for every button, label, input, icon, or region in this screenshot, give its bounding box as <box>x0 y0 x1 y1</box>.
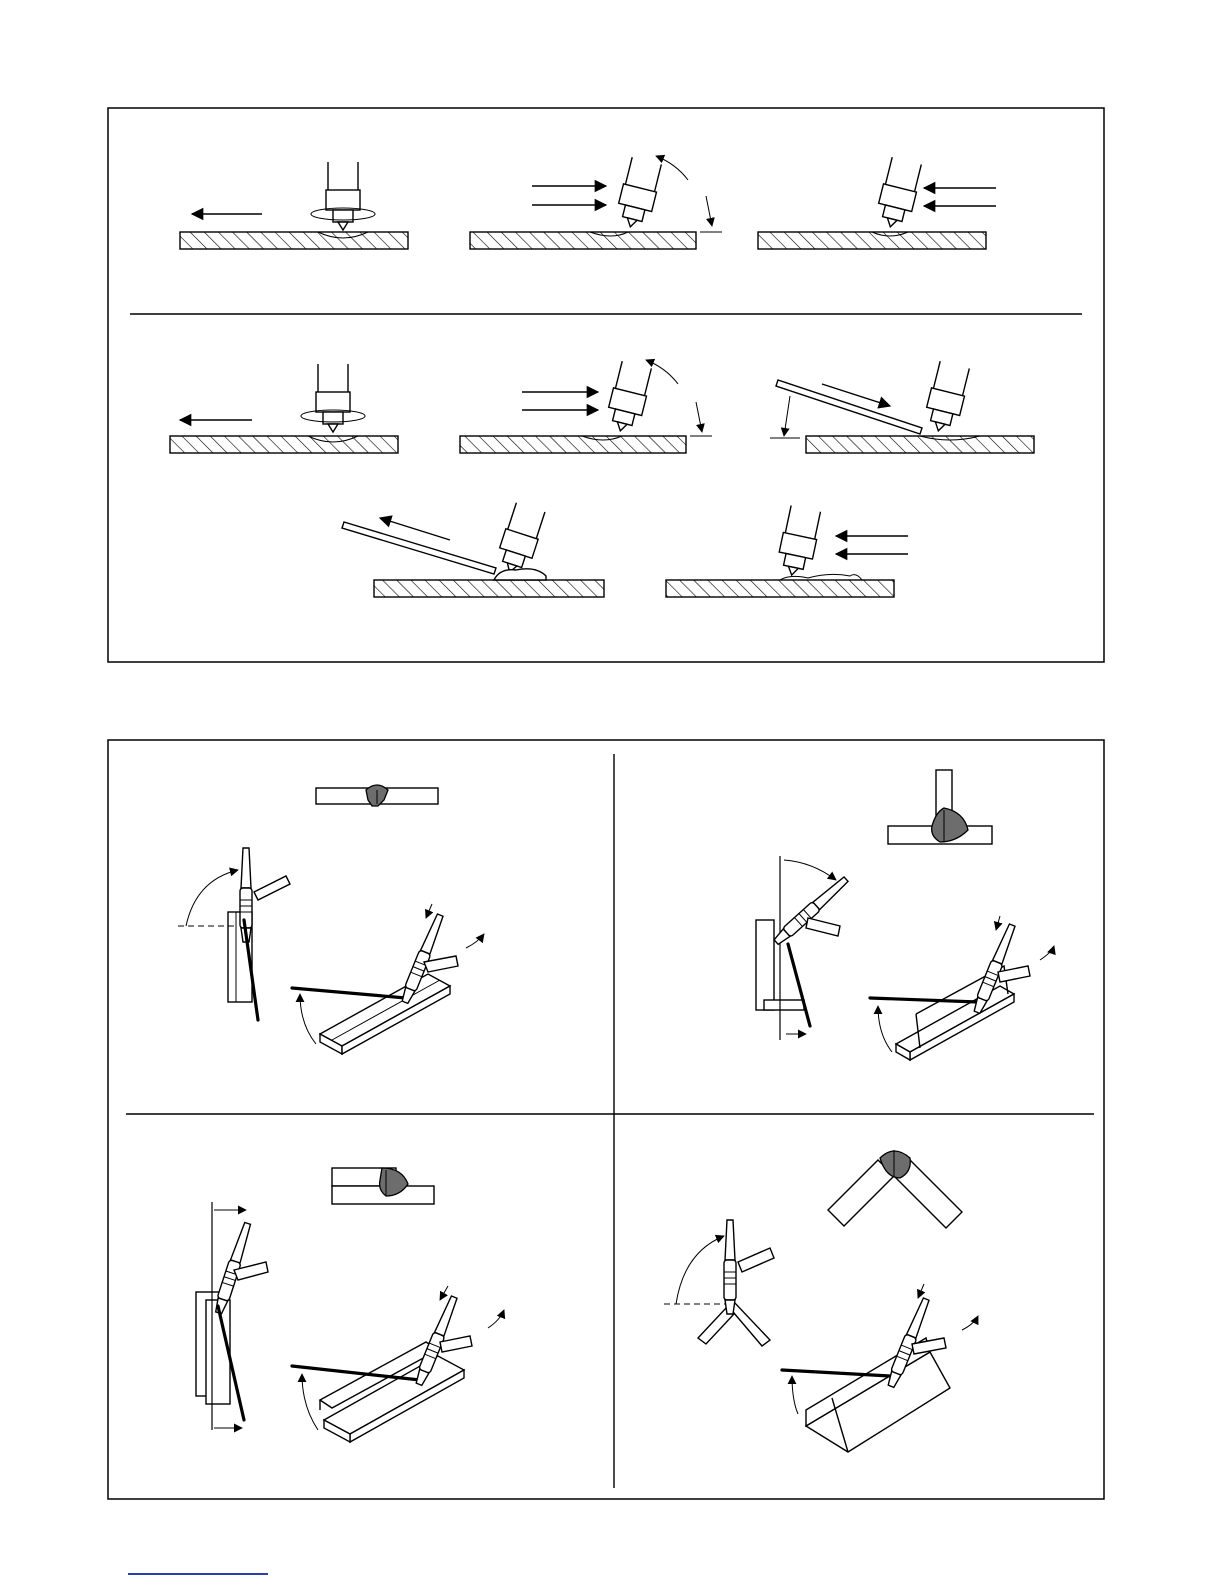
row-1-step-1 <box>180 162 408 249</box>
top-panel-frame <box>108 108 1104 662</box>
bottom-panel-frame <box>108 740 1104 1499</box>
quadrant-butt-joint <box>178 785 484 1054</box>
row-1-step-2 <box>470 156 722 249</box>
row-2-step-1 <box>170 364 398 453</box>
row-3-step-2 <box>666 505 908 597</box>
quadrant-corner-joint <box>664 1150 978 1452</box>
quadrant-lap-joint <box>196 1168 504 1442</box>
row-2-step-2 <box>460 360 712 453</box>
row-2-step-3 <box>770 361 1034 453</box>
row-1-step-3 <box>758 157 996 249</box>
quadrant-tee-joint <box>756 770 1054 1060</box>
footer-link-underline[interactable] <box>128 1573 268 1575</box>
row-3-step-1 <box>342 502 604 597</box>
